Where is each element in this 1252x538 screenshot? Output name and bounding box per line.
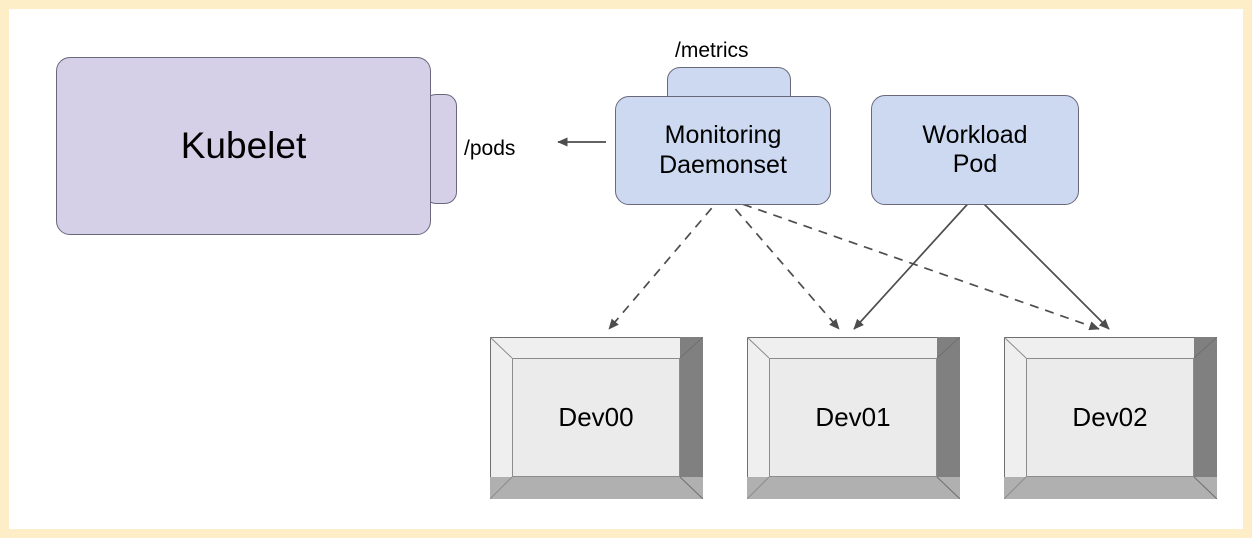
edge-workload-to-dev02	[976, 196, 1110, 330]
device-bevel-right	[680, 337, 703, 499]
device-label: Dev00	[558, 402, 634, 432]
device-node-dev02[interactable]: Dev02	[1004, 337, 1217, 499]
monitoring-daemonset-node[interactable]: Monitoring Daemonset	[615, 96, 831, 205]
edge-monitoring-to-dev02	[727, 198, 1100, 331]
monitoring-daemonset-label-line2: Daemonset	[659, 150, 787, 179]
edge-monitoring-to-dev00	[608, 195, 723, 330]
device-node-dev01[interactable]: Dev01	[747, 337, 960, 499]
device-bevel-right	[1194, 337, 1217, 499]
device-bevel-right	[937, 337, 960, 499]
kubelet-label: Kubelet	[180, 125, 307, 167]
workload-pod-node[interactable]: Workload Pod	[871, 95, 1079, 205]
monitoring-daemonset-label-line1: Monitoring	[664, 121, 782, 149]
pods-endpoint-label: /pods	[464, 137, 516, 160]
edge-monitoring-to-dev01	[724, 196, 840, 330]
device-screen: Dev00	[512, 358, 680, 477]
edge-workload-to-dev01	[853, 196, 975, 330]
device-label: Dev01	[815, 402, 891, 432]
device-node-dev00[interactable]: Dev00	[490, 337, 703, 499]
workload-pod-label-line1: Workload	[922, 120, 1028, 149]
monitoring-daemonset-label: Monitoring Daemonset	[659, 121, 787, 180]
workload-pod-label-line2: Pod	[952, 150, 998, 178]
device-bevel-bottom	[747, 477, 960, 499]
workload-pod-label: Workload Pod	[922, 121, 1027, 180]
device-screen: Dev02	[1026, 358, 1194, 477]
device-bevel-bottom	[490, 477, 703, 499]
metrics-endpoint-label: /metrics	[675, 39, 749, 62]
kubelet-node[interactable]: Kubelet	[56, 57, 431, 235]
diagram-canvas: Kubelet /pods /metrics Monitoring Daemon…	[9, 9, 1243, 529]
device-label: Dev02	[1072, 402, 1148, 432]
device-screen: Dev01	[769, 358, 937, 477]
device-bevel-bottom	[1004, 477, 1217, 499]
